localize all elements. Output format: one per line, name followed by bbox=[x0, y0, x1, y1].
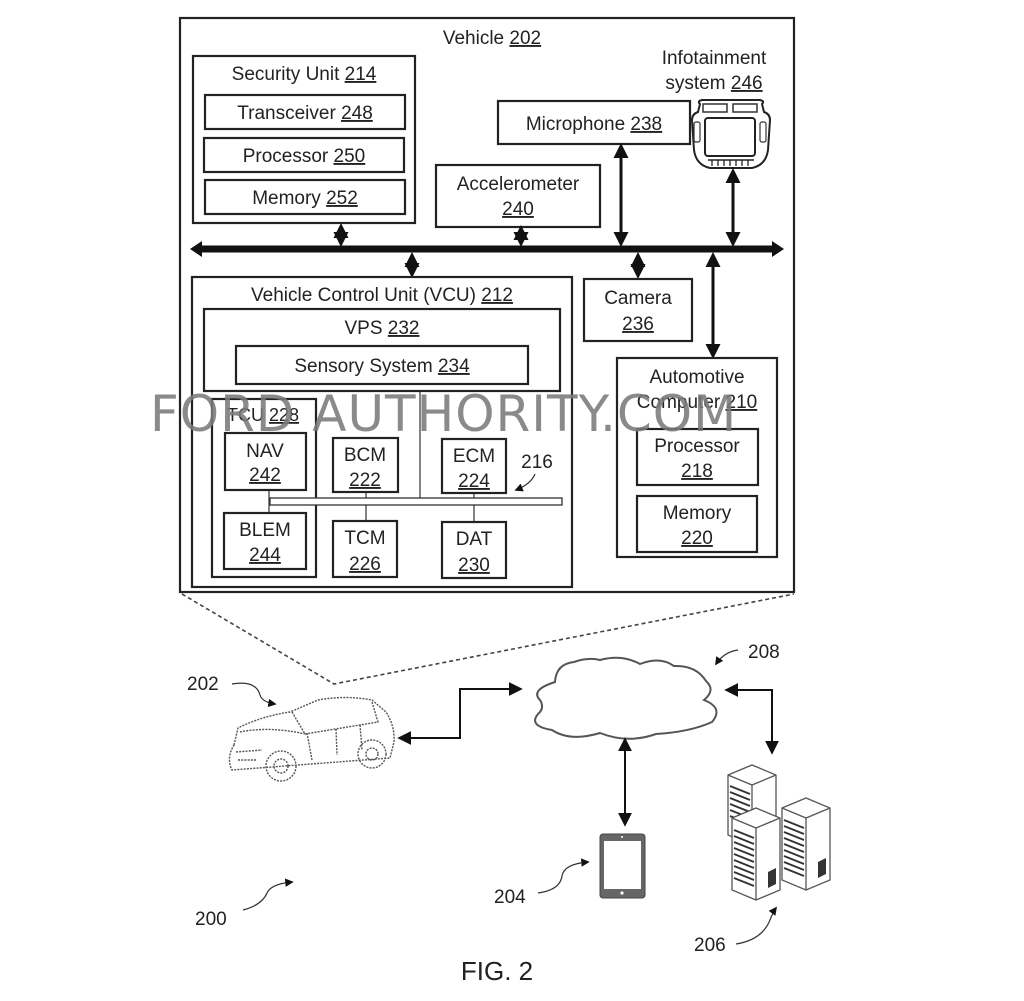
processor-218-label: Processor bbox=[654, 436, 740, 457]
camera: Camera 236 bbox=[582, 277, 694, 343]
bus-arrow-right bbox=[772, 241, 784, 257]
infotainment-screen-icon bbox=[690, 99, 772, 169]
server-ref-label: 206 bbox=[694, 935, 726, 956]
can-bus-216 bbox=[269, 497, 563, 506]
automotive-computer-label-line1: Automotive bbox=[649, 367, 744, 388]
server-cluster-icon bbox=[727, 764, 831, 901]
infotainment-label-line1: Infotainment bbox=[662, 48, 767, 69]
bcm-label: BCM bbox=[344, 445, 386, 466]
ecm-num: 224 bbox=[458, 471, 490, 492]
cloud-ref-label: 208 bbox=[748, 642, 780, 663]
server-tower-front bbox=[731, 807, 781, 901]
vehicle-control-unit: Vehicle Control Unit (VCU) 212 VPS 232 S… bbox=[190, 275, 574, 589]
server-tower-right bbox=[781, 797, 831, 891]
memory-220-num: 220 bbox=[681, 528, 713, 549]
main-vehicle-bus bbox=[190, 143, 784, 359]
security-unit: Security Unit 214 Transceiver 248 Proces… bbox=[191, 54, 417, 225]
infotainment-system: Infotainment system 246 bbox=[662, 48, 772, 169]
sensory-system-label: Sensory System 234 bbox=[294, 356, 470, 377]
vehicle-suv-icon bbox=[228, 696, 395, 782]
transceiver-box bbox=[203, 93, 407, 131]
module-dat: DAT 230 bbox=[440, 520, 508, 580]
camera-label: Camera bbox=[604, 288, 672, 309]
memory-220-box bbox=[635, 494, 759, 554]
sensory-system-box bbox=[234, 344, 530, 386]
vehicle-title: Vehicle 202 bbox=[443, 28, 541, 49]
vehicle-ref-arrow bbox=[231, 682, 277, 708]
tcu-label: TCU 228 bbox=[227, 405, 299, 425]
nav-num: 242 bbox=[249, 465, 281, 486]
accelerometer-label: Accelerometer bbox=[457, 174, 580, 195]
can-bus-ref-label: 216 bbox=[521, 452, 553, 473]
figure-caption: FIG. 2 bbox=[461, 956, 533, 986]
mobile-ref-label: 204 bbox=[494, 887, 526, 908]
vehicle-cloud-link bbox=[397, 682, 523, 745]
processor-218-num: 218 bbox=[681, 461, 713, 482]
processor-250-box bbox=[202, 136, 406, 174]
memory-220-label: Memory bbox=[663, 503, 732, 524]
processor-250-label: Processor 250 bbox=[243, 146, 366, 167]
system-ref-label: 200 bbox=[195, 909, 227, 930]
network-cloud-icon bbox=[534, 656, 718, 740]
processor-218-box bbox=[635, 427, 760, 487]
blem-label: BLEM bbox=[239, 520, 291, 541]
camera-num: 236 bbox=[622, 314, 654, 335]
dat-num: 230 bbox=[458, 555, 490, 576]
memory-252-box bbox=[203, 178, 407, 216]
server-ref-arrow bbox=[735, 906, 778, 945]
tcm-label: TCM bbox=[344, 528, 385, 549]
bcm-num: 222 bbox=[349, 470, 381, 491]
blem-num: 244 bbox=[249, 545, 281, 566]
watermark-text: FORD AUTHORITY.COM bbox=[150, 385, 737, 443]
camera-box bbox=[582, 277, 694, 343]
module-tcm: TCM 226 bbox=[331, 519, 399, 579]
vcu-title: Vehicle Control Unit (VCU) 212 bbox=[251, 285, 513, 306]
module-blem: BLEM 244 bbox=[222, 511, 308, 571]
microphone-box bbox=[496, 99, 692, 146]
security-unit-title: Security Unit 214 bbox=[232, 64, 377, 85]
mobile-tablet-icon bbox=[599, 833, 646, 899]
microphone-label: Microphone 238 bbox=[526, 114, 662, 135]
module-ecm: ECM 224 bbox=[440, 437, 508, 495]
ecm-label: ECM bbox=[453, 446, 495, 467]
memory-252-label: Memory 252 bbox=[252, 188, 358, 209]
can-bus-ref-arrow bbox=[514, 473, 536, 492]
dat-label: DAT bbox=[456, 529, 493, 550]
accelerometer: Accelerometer 240 bbox=[434, 163, 602, 229]
microphone: Microphone 238 bbox=[496, 99, 692, 146]
vehicle-ref-label: 202 bbox=[187, 674, 219, 695]
infotainment-label-line2: system 246 bbox=[665, 73, 762, 94]
callout-dashed-lines bbox=[181, 593, 795, 685]
cloud-ref-arrow bbox=[715, 649, 739, 666]
module-nav: NAV 242 bbox=[223, 431, 308, 492]
mobile-ref-arrow bbox=[537, 858, 590, 894]
vps-label: VPS 232 bbox=[344, 318, 419, 339]
tcm-num: 226 bbox=[349, 554, 381, 575]
module-bcm: BCM 222 bbox=[331, 436, 400, 494]
system-ref-arrow bbox=[242, 878, 294, 911]
automotive-computer: Automotive Computer 210 Processor 218 Me… bbox=[615, 356, 779, 559]
cloud-server-link bbox=[724, 683, 779, 755]
transceiver-label: Transceiver 248 bbox=[237, 103, 373, 124]
bus-arrow-left bbox=[190, 241, 202, 257]
nav-label: NAV bbox=[246, 441, 284, 462]
automotive-computer-label-line2: Computer 210 bbox=[637, 392, 757, 413]
accelerometer-num: 240 bbox=[502, 199, 534, 220]
